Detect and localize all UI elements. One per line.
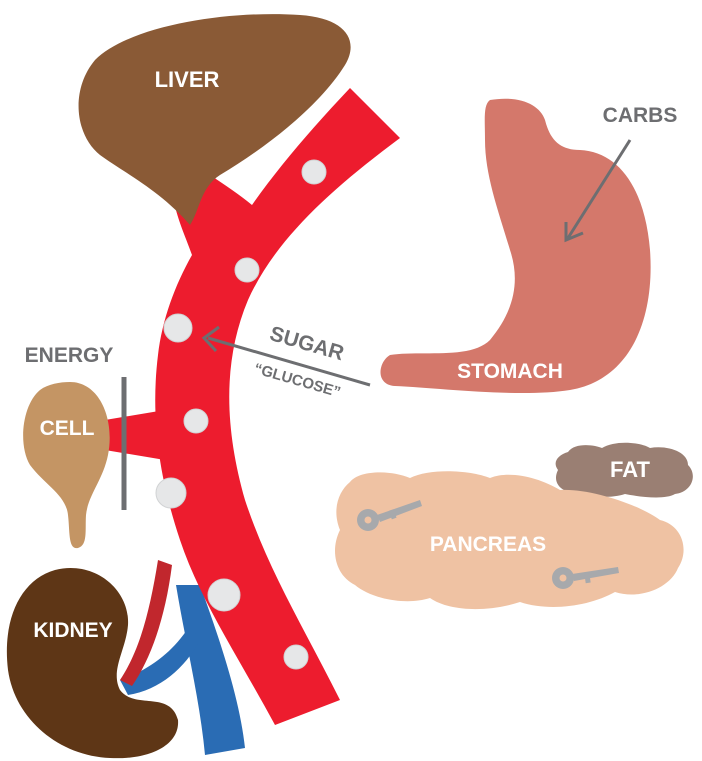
pancreas-label: PANCREAS bbox=[430, 533, 546, 556]
stomach bbox=[380, 99, 650, 393]
glucose-particle bbox=[184, 409, 208, 433]
glucose-particle bbox=[235, 258, 259, 282]
glucose-particle bbox=[156, 478, 186, 508]
fat-label: FAT bbox=[610, 457, 650, 482]
liver-label: LIVER bbox=[155, 67, 220, 92]
carbs-label: CARBS bbox=[603, 104, 678, 127]
glucose-particle bbox=[164, 314, 192, 342]
glucose-particle bbox=[284, 645, 308, 669]
kidney-label: KIDNEY bbox=[33, 619, 112, 642]
stomach-label: STOMACH bbox=[457, 360, 563, 383]
glucose-particle bbox=[302, 160, 326, 184]
cell-branch bbox=[105, 410, 165, 460]
cell bbox=[23, 382, 110, 548]
glucose-label: “GLUCOSE” bbox=[252, 360, 342, 401]
glucose-particle bbox=[208, 579, 240, 611]
cell-label: CELL bbox=[40, 417, 95, 440]
energy-label: ENERGY bbox=[25, 344, 114, 367]
